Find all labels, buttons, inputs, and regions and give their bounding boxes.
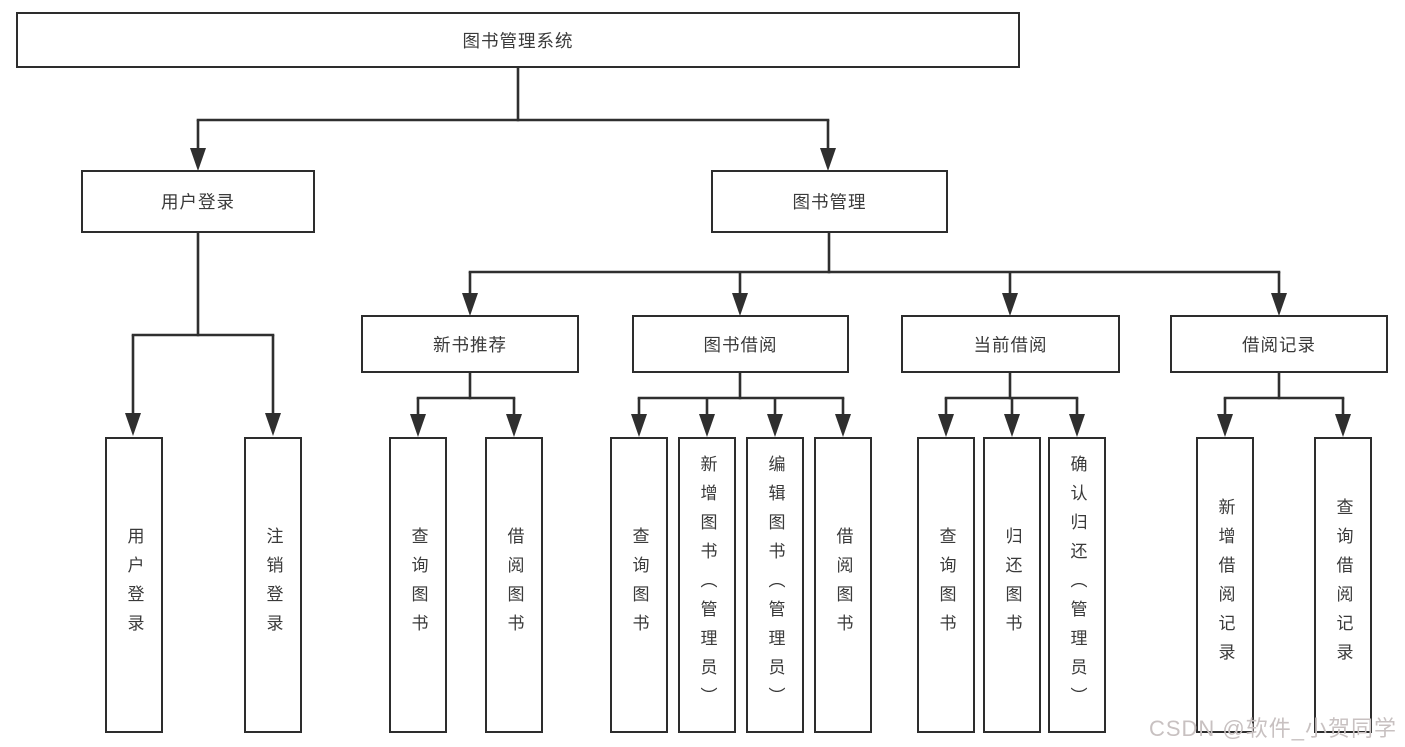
leaf-bb-add-books-admin: 新增图书（管理员） bbox=[678, 437, 736, 733]
leaf-label: 新增借阅记录 bbox=[1215, 498, 1235, 672]
node-borrow-records: 借阅记录 bbox=[1170, 315, 1388, 373]
node-book-mgmt: 图书管理 bbox=[711, 170, 948, 233]
arrowhead-icon bbox=[125, 413, 141, 436]
leaf-label: 借阅图书 bbox=[833, 527, 853, 643]
edge-book-mgmt-to-sections bbox=[462, 233, 1287, 316]
arrowhead-icon bbox=[699, 414, 715, 437]
node-book-borrow: 图书借阅 bbox=[632, 315, 849, 373]
leaf-label: 新增图书（管理员） bbox=[697, 454, 717, 716]
arrowhead-icon bbox=[1217, 414, 1233, 437]
node-new-book-rec: 新书推荐 bbox=[361, 315, 579, 373]
leaf-cb-confirm-return-admin: 确认归还（管理员） bbox=[1048, 437, 1106, 733]
arrowhead-icon bbox=[767, 414, 783, 437]
leaf-nb-borrow-books: 借阅图书 bbox=[485, 437, 543, 733]
arrowhead-icon bbox=[1069, 414, 1085, 437]
arrowhead-icon bbox=[1335, 414, 1351, 437]
arrowhead-icon bbox=[462, 293, 478, 316]
leaf-bb-borrow-books: 借阅图书 bbox=[814, 437, 872, 733]
edge-current-borrow-to-leaves bbox=[938, 373, 1085, 437]
edge-root-to-branches bbox=[190, 68, 836, 171]
csdn-watermark: CSDN @软件_小贺同学 bbox=[1148, 716, 1397, 741]
node-root: 图书管理系统 bbox=[16, 12, 1020, 68]
edge-book-borrow-to-leaves bbox=[631, 373, 851, 437]
node-book-mgmt-label: 图书管理 bbox=[792, 192, 867, 212]
node-user-login: 用户登录 bbox=[81, 170, 315, 233]
leaf-logout: 注销登录 bbox=[244, 437, 302, 733]
arrowhead-icon bbox=[631, 414, 647, 437]
node-new-book-rec-label: 新书推荐 bbox=[433, 334, 507, 355]
node-borrow-records-label: 借阅记录 bbox=[1242, 334, 1316, 355]
leaf-nb-query-books: 查询图书 bbox=[389, 437, 447, 733]
arrowhead-icon bbox=[410, 414, 426, 437]
leaf-label: 查询图书 bbox=[936, 527, 956, 643]
leaf-bb-edit-books-admin: 编辑图书（管理员） bbox=[746, 437, 804, 733]
leaf-label: 查询图书 bbox=[408, 527, 428, 643]
arrowhead-icon bbox=[506, 414, 522, 437]
arrowhead-icon bbox=[820, 148, 836, 171]
edge-user-login-to-leaves bbox=[125, 233, 281, 436]
node-current-borrow-label: 当前借阅 bbox=[973, 334, 1048, 355]
leaf-label: 注销登录 bbox=[263, 527, 283, 643]
leaf-label: 查询图书 bbox=[629, 527, 649, 643]
node-current-borrow: 当前借阅 bbox=[901, 315, 1120, 373]
node-book-borrow-label: 图书借阅 bbox=[703, 334, 778, 355]
leaf-label: 用户登录 bbox=[124, 527, 144, 643]
leaf-label: 编辑图书（管理员） bbox=[765, 454, 785, 716]
leaf-label: 归还图书 bbox=[1002, 527, 1022, 643]
edge-new-book-rec-to-leaves bbox=[410, 373, 522, 437]
leaf-br-add-record: 新增借阅记录 bbox=[1196, 437, 1254, 733]
arrowhead-icon bbox=[835, 414, 851, 437]
arrowhead-icon bbox=[1004, 414, 1020, 437]
leaf-br-query-record: 查询借阅记录 bbox=[1314, 437, 1372, 733]
arrowhead-icon bbox=[265, 413, 281, 436]
leaf-label: 借阅图书 bbox=[504, 527, 524, 643]
leaf-cb-query-books: 查询图书 bbox=[917, 437, 975, 733]
arrowhead-icon bbox=[938, 414, 954, 437]
leaf-label: 查询借阅记录 bbox=[1333, 498, 1353, 672]
edge-borrow-records-to-leaves bbox=[1217, 373, 1351, 437]
arrowhead-icon bbox=[190, 148, 206, 171]
arrowhead-icon bbox=[732, 293, 748, 316]
leaf-label: 确认归还（管理员） bbox=[1067, 454, 1087, 716]
leaf-bb-query-books: 查询图书 bbox=[610, 437, 668, 733]
leaf-user-login: 用户登录 bbox=[105, 437, 163, 733]
node-root-label: 图书管理系统 bbox=[462, 30, 574, 51]
leaf-cb-return-books: 归还图书 bbox=[983, 437, 1041, 733]
node-user-login-label: 用户登录 bbox=[161, 192, 235, 212]
arrowhead-icon bbox=[1271, 293, 1287, 316]
arrowhead-icon bbox=[1002, 293, 1018, 316]
